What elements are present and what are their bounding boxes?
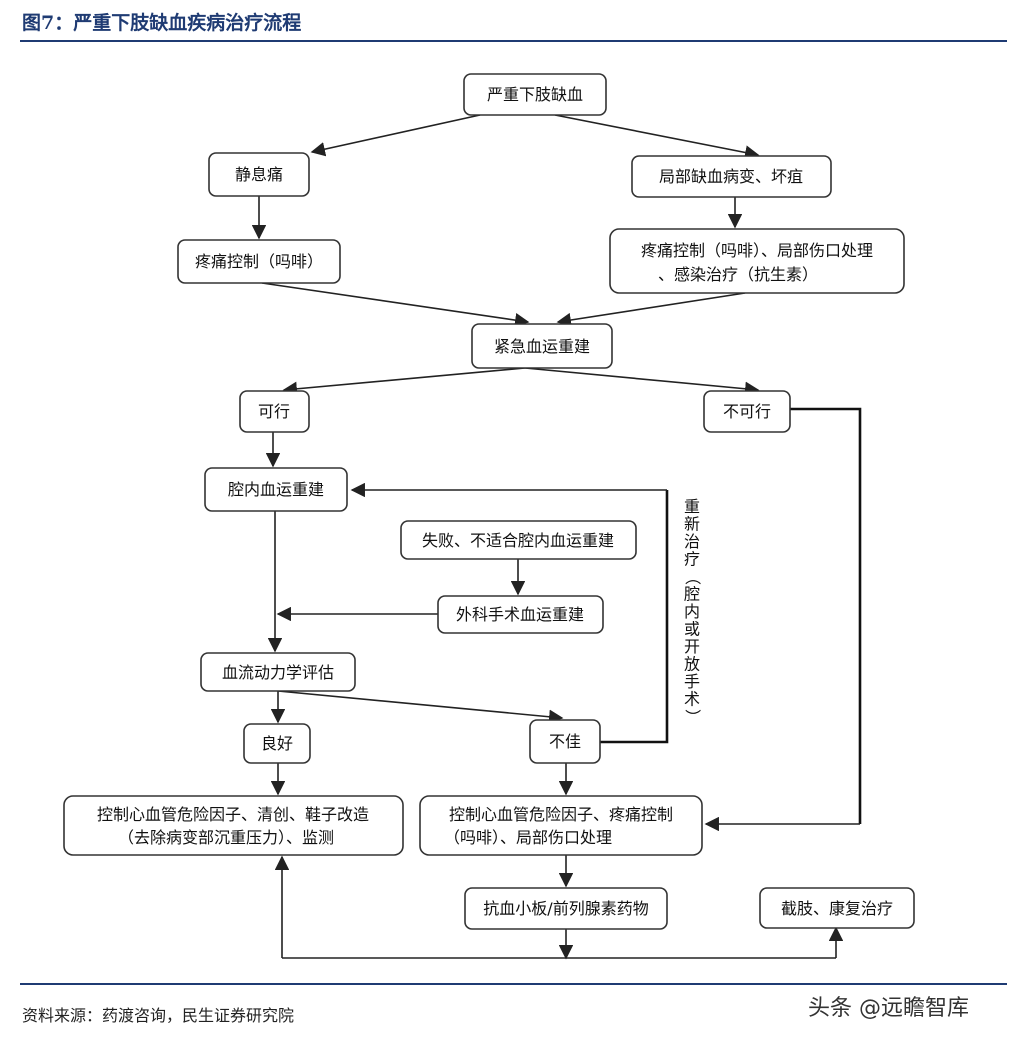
edge-paincontrol-urgent bbox=[261, 282, 530, 328]
retreat-label-char: 手 bbox=[684, 672, 700, 691]
svg-text:严重下肢缺血: 严重下肢缺血 bbox=[487, 85, 583, 104]
edge-painlocal-urgent bbox=[556, 292, 746, 328]
retreat-label-char: 术 bbox=[684, 690, 700, 709]
svg-text:疼痛控制（吗啡）: 疼痛控制（吗啡） bbox=[195, 252, 323, 271]
edge-cli-local bbox=[554, 114, 760, 160]
svg-text:腔内血运重建: 腔内血运重建 bbox=[228, 480, 324, 499]
node-antiplatelet: 抗血小板/前列腺素药物 bbox=[464, 887, 668, 930]
node-endovascular: 腔内血运重建 bbox=[204, 467, 348, 512]
retreat-label-char: 疗 bbox=[684, 550, 700, 569]
svg-text:（去除病变部沉重压力）、监测: （去除病变部沉重压力）、监测 bbox=[118, 828, 334, 847]
edge-hemo-poor bbox=[277, 690, 564, 724]
retreat-label-char: 重 bbox=[684, 497, 700, 516]
node-amputation: 截肢、康复治疗 bbox=[759, 887, 915, 929]
retreat-label-char: 新 bbox=[684, 515, 700, 534]
retreat-label-char: 治 bbox=[684, 532, 700, 551]
svg-text:紧急血运重建: 紧急血运重建 bbox=[494, 337, 590, 356]
bottom-rule bbox=[20, 983, 1007, 985]
retreat-label-char: 开 bbox=[684, 637, 700, 656]
svg-text:外科手术血运重建: 外科手术血运重建 bbox=[456, 605, 584, 624]
svg-text:血流动力学评估: 血流动力学评估 bbox=[222, 663, 334, 682]
node-good: 良好 bbox=[243, 723, 311, 764]
node-good-treatment: 控制心血管危险因子、清创、鞋子改造 （去除病变部沉重压力）、监测 bbox=[63, 795, 404, 856]
svg-text:静息痛: 静息痛 bbox=[235, 165, 283, 184]
node-local-ischemia: 局部缺血病变、坏疽 bbox=[631, 155, 832, 198]
figure-title: 图7：严重下肢缺血疾病治疗流程 bbox=[22, 12, 302, 34]
svg-text:不佳: 不佳 bbox=[549, 732, 581, 751]
svg-text:控制心血管危险因子、清创、鞋子改造: 控制心血管危险因子、清创、鞋子改造 bbox=[97, 805, 369, 824]
retreat-label-char: ） bbox=[683, 709, 702, 725]
node-failed: 失败、不适合腔内血运重建 bbox=[400, 520, 637, 560]
node-poor: 不佳 bbox=[529, 719, 601, 764]
node-urgent-revasc: 紧急血运重建 bbox=[471, 323, 613, 369]
node-rest-pain: 静息痛 bbox=[208, 152, 310, 197]
edge-cli-restpain bbox=[310, 114, 481, 157]
node-poor-treatment: 控制心血管危险因子、疼痛控制 （吗啡）、局部伤口处理 bbox=[419, 795, 703, 856]
svg-text:良好: 良好 bbox=[261, 734, 293, 753]
svg-text:、感染治疗（抗生素）: 、感染治疗（抗生素） bbox=[658, 265, 818, 284]
retreat-label-char: 放 bbox=[684, 655, 700, 674]
svg-text:不可行: 不可行 bbox=[723, 402, 771, 421]
svg-text:可行: 可行 bbox=[258, 402, 290, 421]
svg-text:疼痛控制（吗啡）、局部伤口处理: 疼痛控制（吗啡）、局部伤口处理 bbox=[641, 241, 873, 260]
svg-text:控制心血管危险因子、疼痛控制: 控制心血管危险因子、疼痛控制 bbox=[449, 805, 673, 824]
svg-text:截肢、康复治疗: 截肢、康复治疗 bbox=[781, 899, 893, 918]
node-feasible: 可行 bbox=[239, 390, 310, 433]
svg-text:局部缺血病变、坏疽: 局部缺血病变、坏疽 bbox=[659, 167, 803, 186]
source-note: 资料来源：药渡咨询，民生证券研究院 bbox=[22, 1006, 295, 1025]
node-hemodynamic: 血流动力学评估 bbox=[200, 652, 356, 692]
retreat-label-char: 或 bbox=[684, 620, 700, 639]
retreat-label-char: 内 bbox=[684, 602, 700, 621]
svg-text:抗血小板/前列腺素药物: 抗血小板/前列腺素药物 bbox=[483, 899, 648, 918]
watermark: 头条 @远瞻智库 bbox=[808, 996, 969, 1021]
edge-retreat-loop bbox=[600, 490, 669, 744]
node-surgical: 外科手术血运重建 bbox=[437, 595, 604, 634]
edge-urgent-feasible bbox=[282, 367, 526, 396]
top-rule bbox=[20, 40, 1007, 42]
edge-notfeasible-loop bbox=[790, 407, 862, 824]
retreat-label-char: 腔 bbox=[684, 585, 700, 604]
node-pain-control: 疼痛控制（吗啡） bbox=[177, 239, 341, 284]
node-not-feasible: 不可行 bbox=[703, 390, 791, 433]
svg-text:（吗啡）、局部伤口处理: （吗啡）、局部伤口处理 bbox=[444, 828, 612, 847]
node-cli: 严重下肢缺血 bbox=[463, 73, 607, 116]
retreat-label-char: （ bbox=[683, 569, 702, 585]
node-pain-local: 疼痛控制（吗啡）、局部伤口处理 、感染治疗（抗生素） bbox=[609, 228, 905, 294]
svg-text:失败、不适合腔内血运重建: 失败、不适合腔内血运重建 bbox=[422, 531, 614, 550]
edge-urgent-notfeasible bbox=[524, 367, 760, 396]
